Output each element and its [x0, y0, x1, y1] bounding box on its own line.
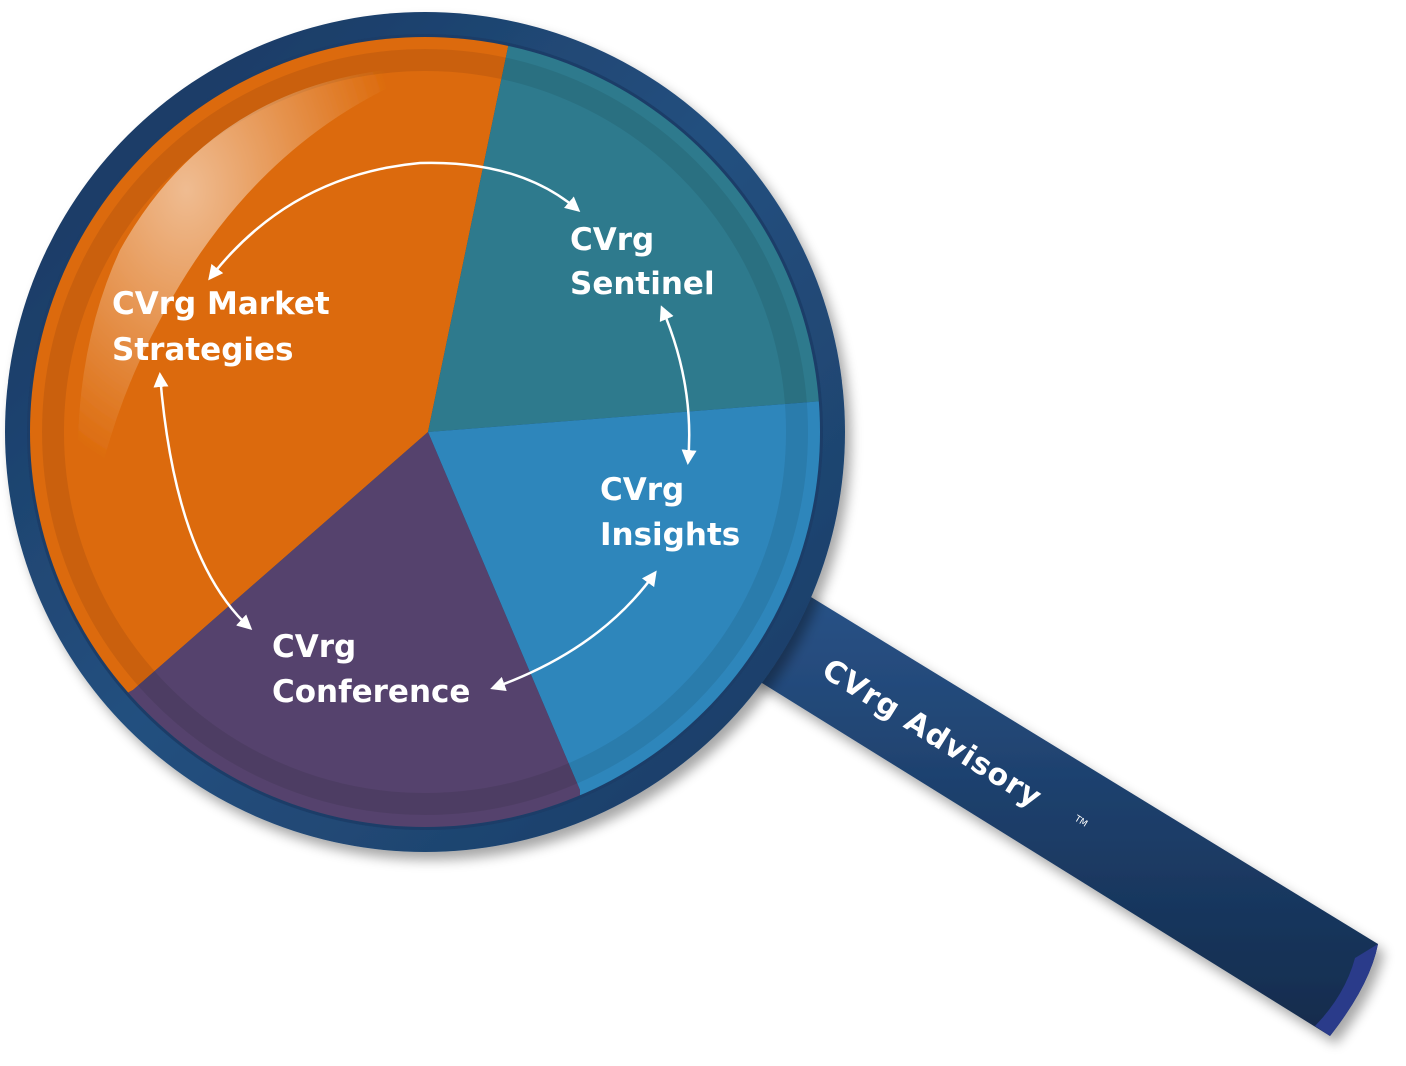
- label-market-strategies-line2: Strategies: [112, 332, 294, 368]
- lens-shine: [77, 66, 440, 560]
- label-conference: CVrg Conference: [272, 629, 470, 710]
- label-conference-line1: CVrg: [272, 629, 356, 665]
- label-market-strategies: CVrg Market Strategies: [112, 286, 341, 368]
- label-insights: CVrg Insights: [600, 472, 740, 553]
- label-conference-line2: Conference: [272, 674, 470, 710]
- label-sentinel-line2: Sentinel: [570, 266, 715, 302]
- label-market-strategies-line1: CVrg Market: [112, 286, 330, 322]
- handle: CVrg Advisory TM: [725, 575, 1378, 1036]
- arrow-insights-conference: [490, 570, 657, 692]
- label-insights-line2: Insights: [600, 517, 740, 553]
- label-sentinel: CVrg Sentinel: [570, 222, 715, 302]
- label-insights-line1: CVrg: [600, 472, 684, 508]
- segment-market-strategies: [30, 37, 512, 760]
- arrow-conference-strategies: [153, 372, 253, 631]
- handle-body: [725, 575, 1378, 1036]
- arrow-strategies-sentinel: [208, 161, 581, 281]
- lens-inner-ring: [42, 49, 808, 815]
- lens: CVrg Market Strategies CVrg Sentinel CVr…: [5, 12, 845, 852]
- label-sentinel-line1: CVrg: [570, 222, 654, 258]
- arrow-sentinel-insights: [659, 305, 697, 465]
- handle-end-cap: [1315, 944, 1378, 1036]
